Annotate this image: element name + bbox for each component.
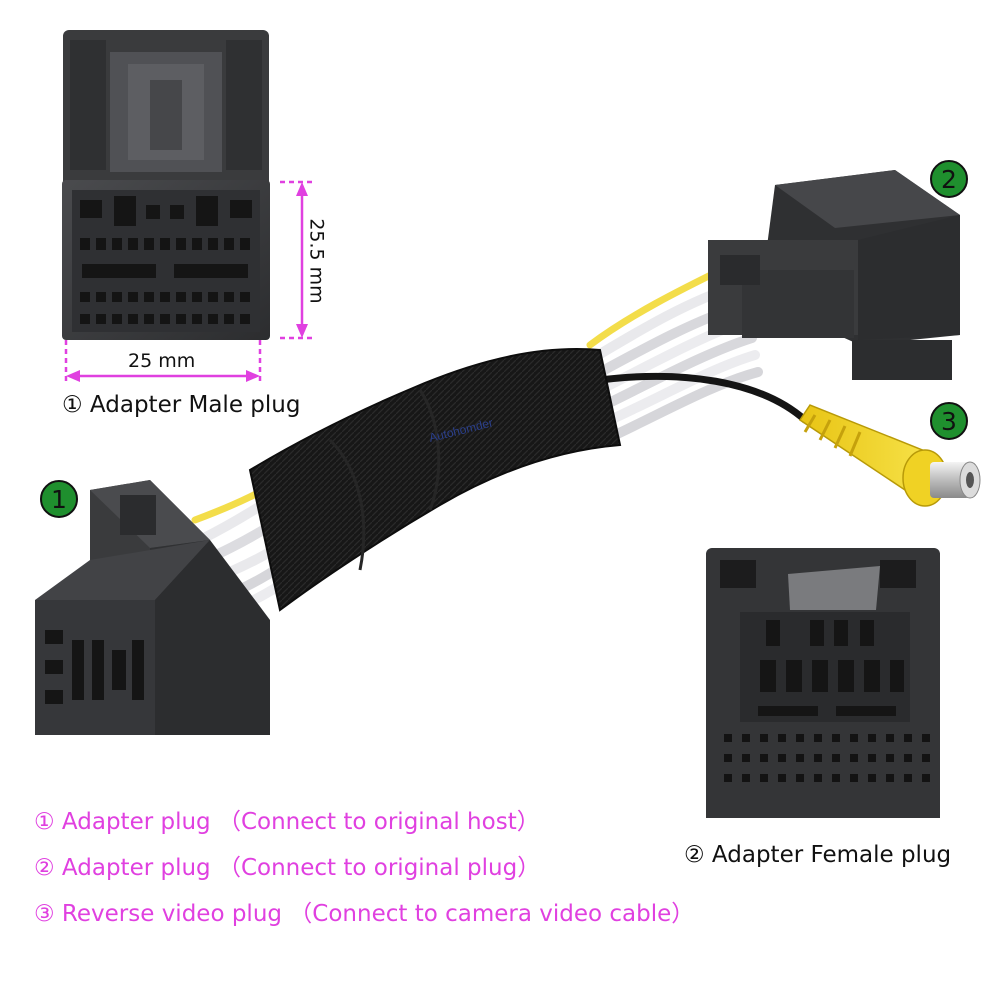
dimension-markers <box>64 180 312 382</box>
badge-plug-2: 2 <box>930 160 968 198</box>
male-plug-face-view <box>62 30 270 340</box>
female-plug-caption: ② Adapter Female plug <box>684 842 952 868</box>
adapter-male-plug-body <box>35 480 270 735</box>
badge-plug-1: 1 <box>40 480 78 518</box>
male-pin-grid <box>80 238 250 324</box>
male-pin-cavities <box>80 196 252 278</box>
rca-video-plug <box>798 404 981 507</box>
note-adapter-plug-host: ① Adapter plug （Connect to original host… <box>34 809 540 835</box>
female-plug-face-view <box>706 548 940 818</box>
fabric-sleeve <box>248 348 622 612</box>
male-plug-caption: ① Adapter Male plug <box>62 392 301 418</box>
note-reverse-video-plug: ③ Reverse video plug （Connect to camera … <box>34 901 695 927</box>
adapter-female-plug-body <box>708 170 960 380</box>
note-adapter-plug-original: ② Adapter plug （Connect to original plug… <box>34 855 541 881</box>
badge-plug-3: 3 <box>930 402 968 440</box>
width-dimension-label: 25 mm <box>128 350 196 372</box>
height-dimension-label: 25.5 mm <box>305 218 328 304</box>
